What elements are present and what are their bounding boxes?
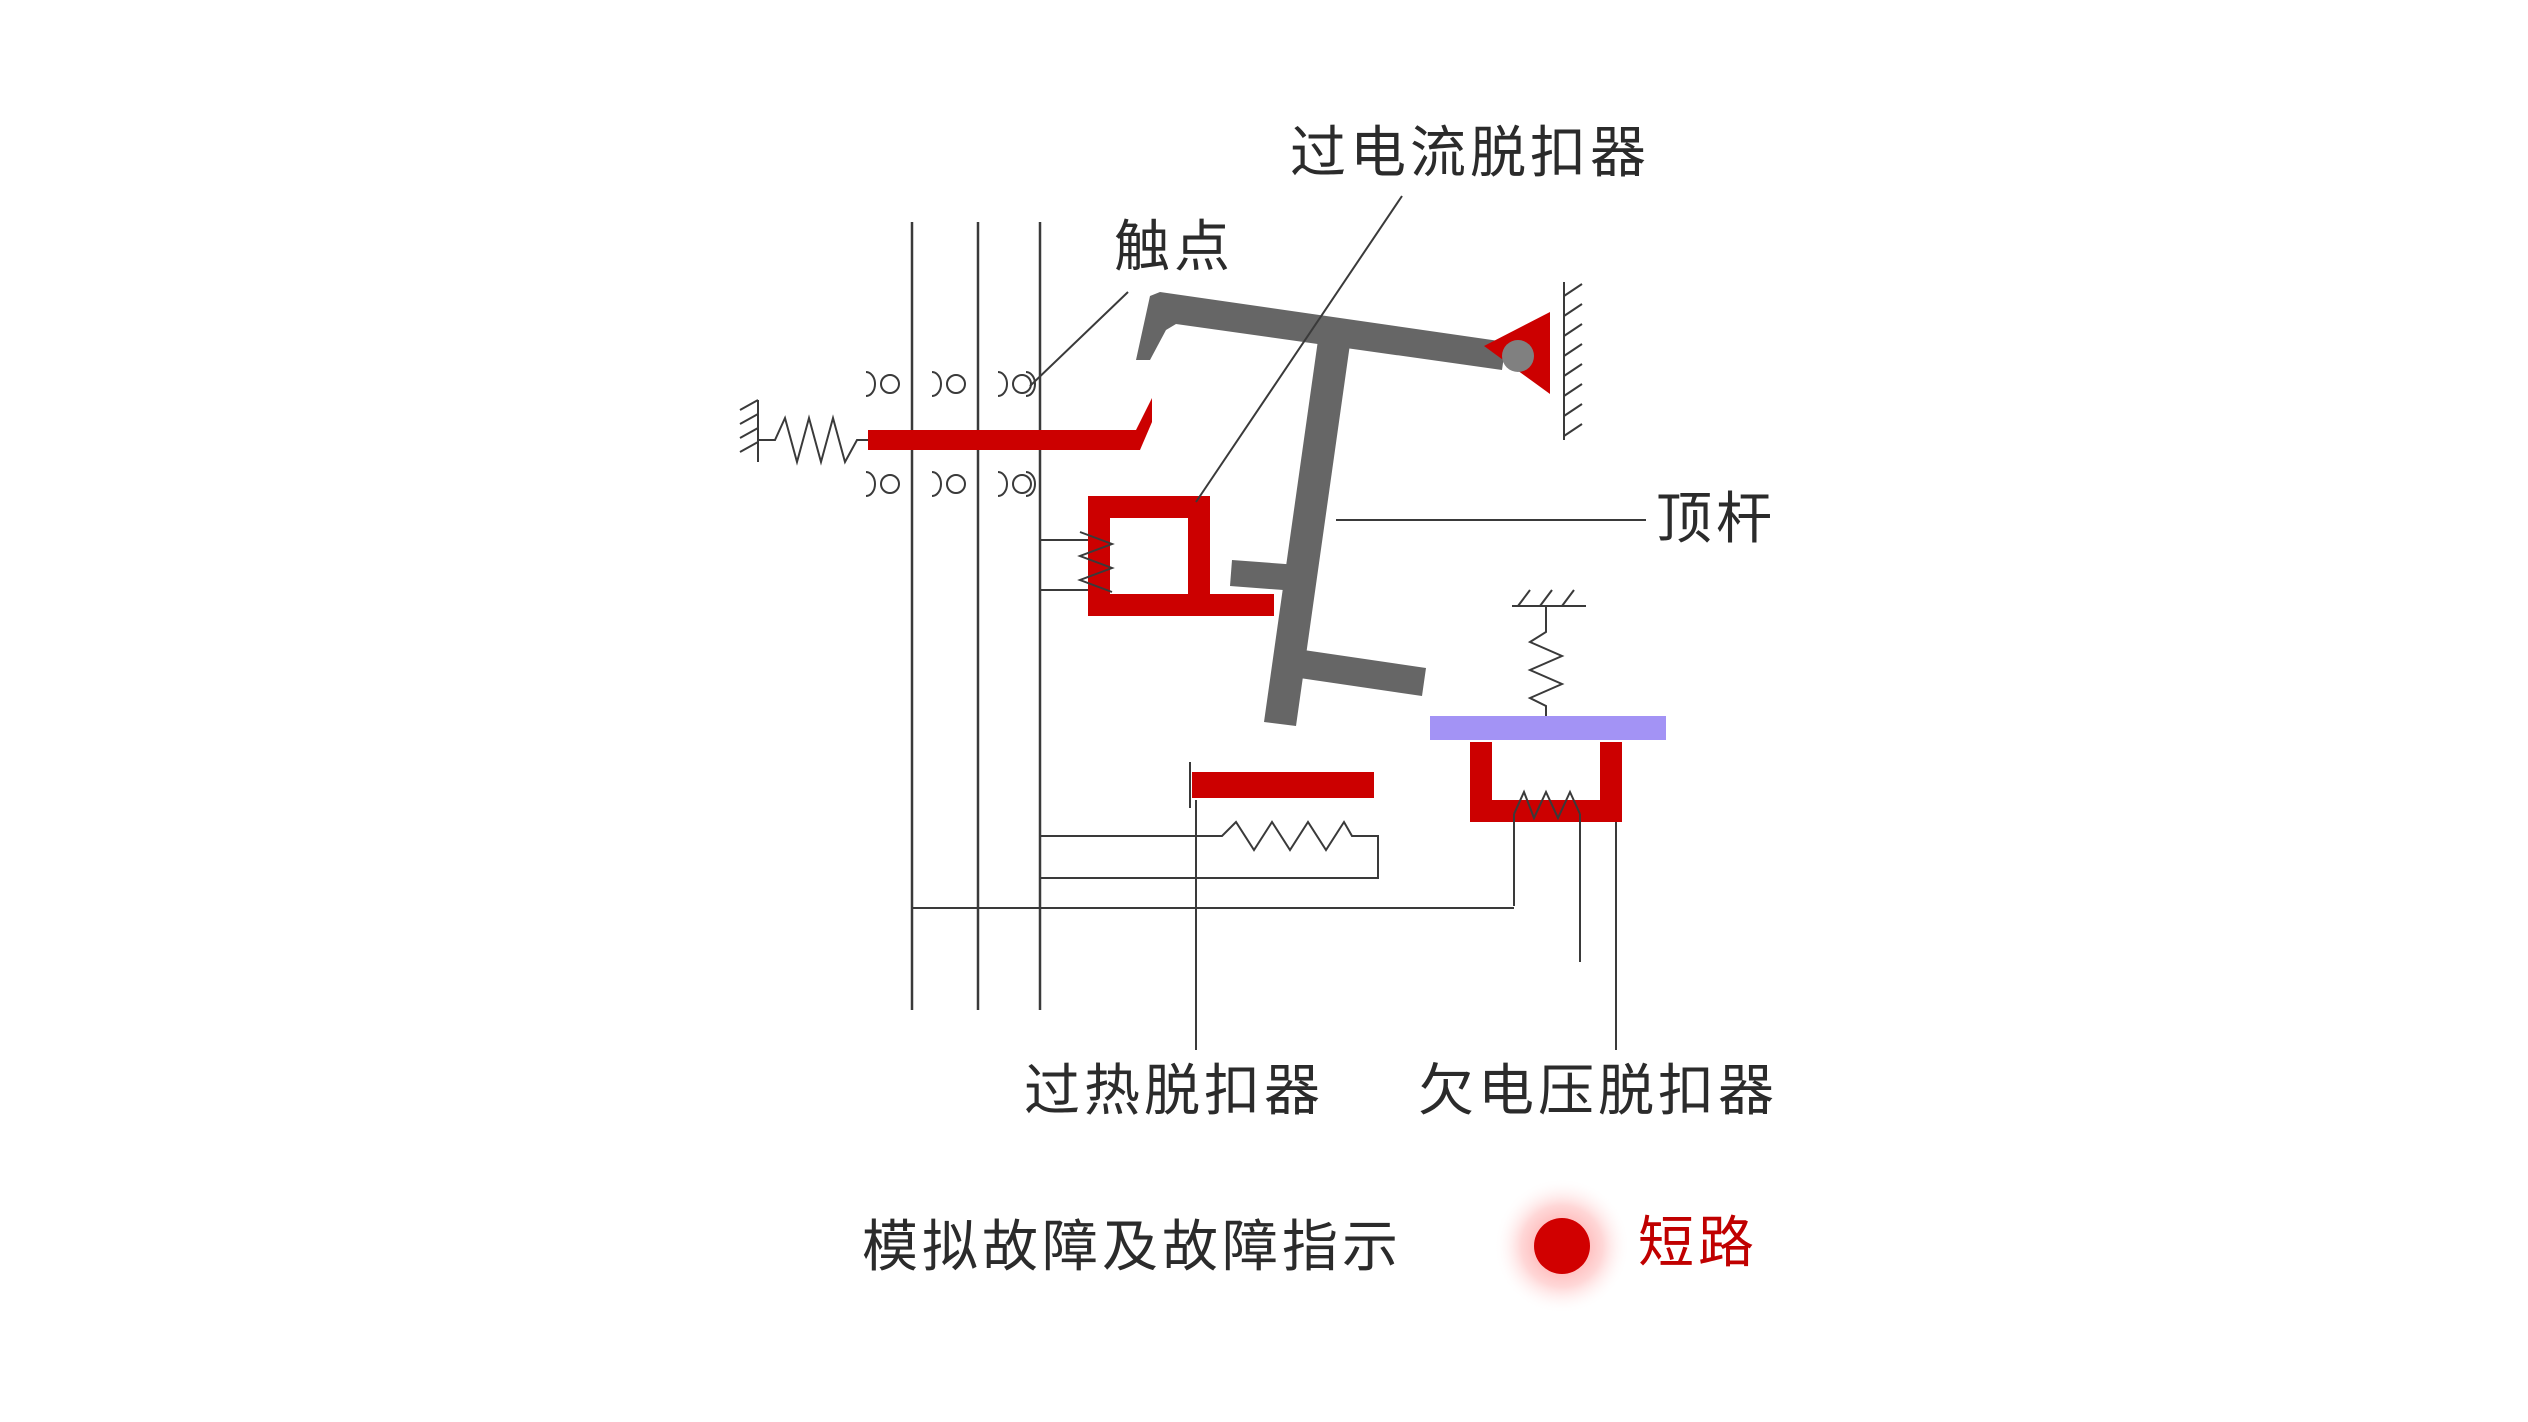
thermal-release xyxy=(1039,762,1379,1010)
main-contact-bar xyxy=(739,398,1152,466)
overcurrent-release-label: 过电流脱扣器 xyxy=(1290,121,1650,186)
fault-simulation-label: 模拟故障及故障指示 xyxy=(862,1215,1402,1280)
undervoltage-release xyxy=(1430,589,1666,1050)
contacts-label: 触点 xyxy=(1114,215,1234,280)
pivot-hinge xyxy=(1484,282,1583,440)
contact-symbols xyxy=(865,371,1036,497)
thermal-release-label: 过热脱扣器 xyxy=(1024,1059,1324,1124)
leader-lines xyxy=(1029,195,1646,1050)
main-power-lines xyxy=(910,222,1042,1010)
overcurrent-release xyxy=(1040,496,1274,616)
red-dot-icon[interactable] xyxy=(1494,1178,1630,1314)
fault-status-label[interactable]: 短路 xyxy=(1638,1211,1758,1276)
undervoltage-release-label: 欠电压脱扣器 xyxy=(1418,1059,1778,1124)
trip-lever xyxy=(1136,292,1506,726)
push-rod-label: 顶杆 xyxy=(1656,487,1776,552)
